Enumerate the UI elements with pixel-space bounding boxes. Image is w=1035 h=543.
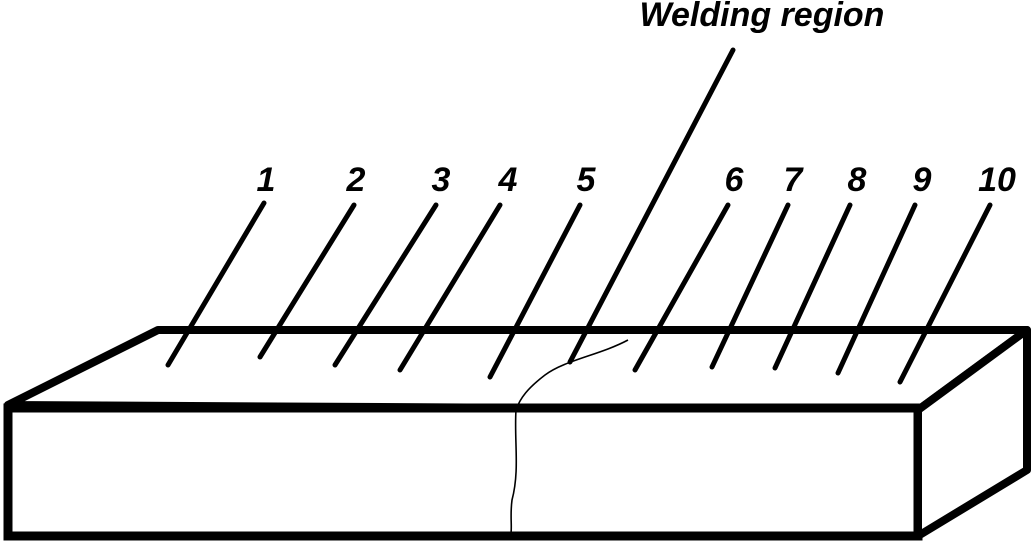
point-label-6: 6 bbox=[725, 161, 745, 199]
point-label-9: 9 bbox=[913, 161, 932, 199]
welding-region-leader bbox=[567, 47, 736, 365]
leader-line-5 bbox=[487, 202, 583, 380]
point-label-7: 7 bbox=[784, 161, 805, 199]
bar-front-face bbox=[3, 403, 923, 541]
point-label-8: 8 bbox=[848, 161, 867, 199]
leader-line-9 bbox=[835, 202, 918, 376]
point-labels: 1 2 3 4 5 6 7 8 9 10 bbox=[257, 161, 1016, 199]
bar-end-face bbox=[914, 326, 1031, 540]
leader-line-6 bbox=[632, 202, 731, 373]
point-label-5: 5 bbox=[577, 161, 597, 199]
leader-line-4 bbox=[397, 202, 503, 373]
point-label-4: 4 bbox=[498, 161, 518, 199]
leader-line-2 bbox=[257, 202, 357, 360]
leader-line-7 bbox=[709, 202, 791, 370]
leader-line-8 bbox=[772, 202, 853, 371]
leader-lines bbox=[165, 47, 993, 385]
welding-region-label: Welding region bbox=[640, 0, 885, 34]
leader-line-10 bbox=[897, 202, 993, 385]
bar-top-face bbox=[4, 326, 1031, 414]
point-label-10: 10 bbox=[978, 161, 1016, 199]
leader-line-3 bbox=[332, 202, 439, 368]
point-label-3: 3 bbox=[432, 161, 451, 199]
point-label-1: 1 bbox=[257, 161, 276, 199]
leader-line-1 bbox=[165, 200, 267, 368]
point-label-2: 2 bbox=[346, 161, 366, 199]
